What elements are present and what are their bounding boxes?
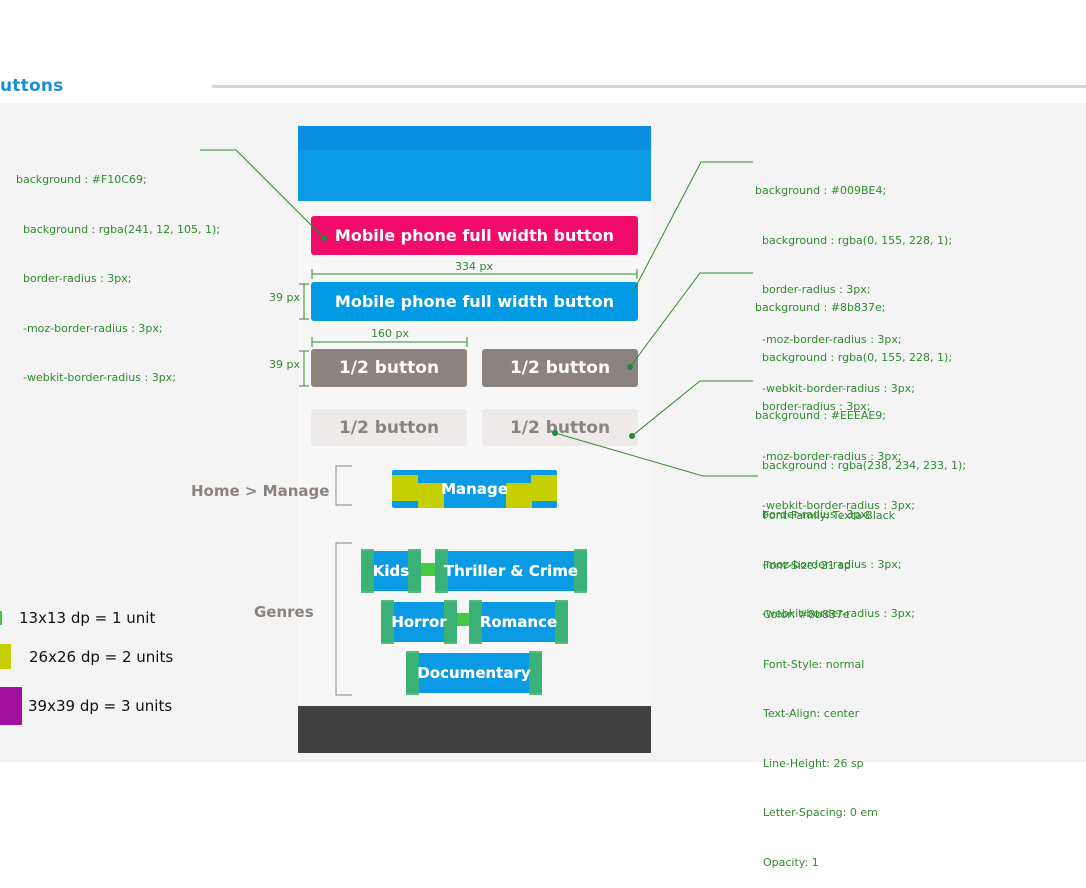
spec-blue: background : #009BE4; background : rgba(… — [755, 150, 952, 414]
unit-1-marker — [435, 549, 448, 593]
spec-pink: background : #F10C69; background : rgba(… — [16, 139, 220, 403]
spec-line: Line-Height: 26 sp — [763, 756, 864, 770]
unit-2-marker — [392, 475, 418, 501]
legend-swatch-1-unit — [0, 611, 2, 625]
spec-line: -moz-border-radius : 3px; — [16, 321, 163, 335]
unit-1-marker — [381, 600, 394, 644]
spec-line: Color: #8b837e — [763, 608, 850, 621]
legend-row-2-units: 26x26 dp = 2 units — [0, 644, 173, 669]
spec-line: background : #EEEAE9; — [755, 409, 887, 422]
unit-1-marker — [529, 651, 542, 695]
unit-2-marker — [418, 483, 444, 508]
spec-line: -moz-border-radius : 3px; — [755, 332, 902, 346]
unit-2-marker — [531, 475, 557, 501]
legend-text: 39x39 dp = 3 units — [28, 697, 173, 715]
manage-tag-overlay-label: Manage — [441, 480, 508, 498]
genre-tag-label: Horror — [391, 613, 447, 631]
unit-1-marker — [420, 563, 436, 576]
spec-line: -moz-border-radius : 3px; — [755, 557, 902, 571]
genre-overlay-label: Kids — [372, 562, 410, 580]
legend-swatch-3-units — [0, 687, 22, 725]
spec-line: -webkit-border-radius : 3px; — [755, 499, 915, 512]
genres-label: Genres — [254, 603, 314, 621]
spec-line: background : #009BE4; — [755, 184, 887, 197]
unit-1-marker — [361, 549, 374, 593]
legend-text: 26x26 dp = 2 units — [29, 647, 174, 666]
legend-row-3-units: 39x39 dp = 3 units — [0, 687, 172, 725]
genre-tag-romance[interactable]: Romance — [469, 602, 568, 642]
legend-row-1-unit: 13x13 dp = 1 unit — [0, 609, 155, 627]
title-rule — [212, 85, 1086, 88]
genre-tag-label: Thriller & Crime — [443, 562, 579, 580]
dimension-width-half: 160 px — [371, 327, 409, 340]
spec-line: -moz-border-radius : 3px; — [755, 449, 902, 463]
phone-footer — [298, 706, 651, 753]
spec-gray: background : #8b837e; background : rgba(… — [755, 267, 952, 531]
spec-light: background : #EEEAE9; background : rgba(… — [755, 375, 966, 639]
genre-tag-documentary[interactable]: Documentary — [406, 653, 542, 693]
unit-2-marker — [506, 483, 532, 508]
spec-line: border-radius : 3px; — [755, 400, 871, 413]
manage-tag-label: Manage — [441, 480, 508, 498]
spec-line: background : rgba(0, 155, 228, 1); — [755, 350, 953, 364]
dimension-height-half: 39 px — [269, 358, 300, 371]
genre-tag-label: Documentary — [417, 664, 531, 682]
genre-tag-label: Kids — [372, 562, 410, 580]
unit-1-marker — [456, 613, 470, 626]
spec-line: background : #F10C69; — [16, 173, 147, 186]
spec-line: border-radius : 3px; — [16, 272, 132, 285]
spec-line: background : rgba(0, 155, 228, 1); — [755, 233, 953, 247]
spec-line: -webkit-border-radius : 3px; — [16, 371, 176, 384]
genre-overlay-label: Horror — [391, 613, 447, 631]
phone-status-bar — [298, 126, 651, 150]
genre-tag-label: Romance — [479, 613, 558, 631]
unit-1-marker — [555, 600, 568, 644]
spec-line: Font-Family: Texta-Black — [763, 509, 896, 522]
breadcrumb-label: Home > Manage — [191, 482, 330, 500]
full-width-pink-button[interactable]: Mobile phone full width button — [311, 216, 638, 255]
spec-line: Font-Size: 21 sp — [763, 558, 851, 572]
spec-line: -webkit-border-radius : 3px; — [755, 607, 915, 620]
unit-1-marker — [406, 651, 419, 695]
genre-tag-thriller[interactable]: Thriller & Crime — [435, 551, 587, 591]
legend-swatch-2-units — [0, 644, 11, 669]
section-title: uttons — [0, 76, 64, 96]
spec-line: Letter-Spacing: 0 em — [763, 806, 878, 819]
spec-line: border-radius : 3px; — [755, 283, 871, 296]
unit-1-marker — [444, 600, 457, 644]
half-button-gray-left[interactable]: 1/2 button — [311, 349, 467, 387]
half-button-light-left[interactable]: 1/2 button — [311, 409, 467, 446]
spec-line: border-radius : 3px; — [755, 508, 871, 521]
unit-1-marker — [574, 549, 587, 593]
legend-text: 13x13 dp = 1 unit — [19, 609, 156, 627]
half-button-gray-right[interactable]: 1/2 button — [482, 349, 638, 387]
dimension-width-full: 334 px — [455, 260, 493, 273]
dimension-height-full: 39 px — [269, 291, 300, 304]
genre-overlay-label: Documentary — [417, 664, 531, 682]
spec-line: Text-Align: center — [763, 707, 860, 720]
spec-line: -webkit-border-radius : 3px; — [755, 382, 915, 395]
genre-overlay-label: Romance — [479, 613, 558, 631]
phone-header — [298, 150, 651, 201]
spec-line: background : #8b837e; — [755, 301, 886, 314]
half-button-light-right[interactable]: 1/2 button — [482, 409, 638, 446]
spec-line: Font-Style: normal — [763, 657, 865, 671]
spec-line: background : rgba(238, 234, 233, 1); — [755, 458, 967, 472]
spec-line: Opacity: 1 — [763, 855, 819, 869]
spec-font: Font-Family: Texta-Black Font-Size: 21 s… — [763, 475, 895, 888]
spec-line: background : rgba(241, 12, 105, 1); — [16, 222, 221, 236]
unit-1-marker — [469, 600, 482, 644]
genre-overlay-label: Thriller & Crime — [443, 562, 579, 580]
full-width-blue-button[interactable]: Mobile phone full width button — [311, 282, 638, 321]
unit-1-marker — [408, 549, 421, 593]
